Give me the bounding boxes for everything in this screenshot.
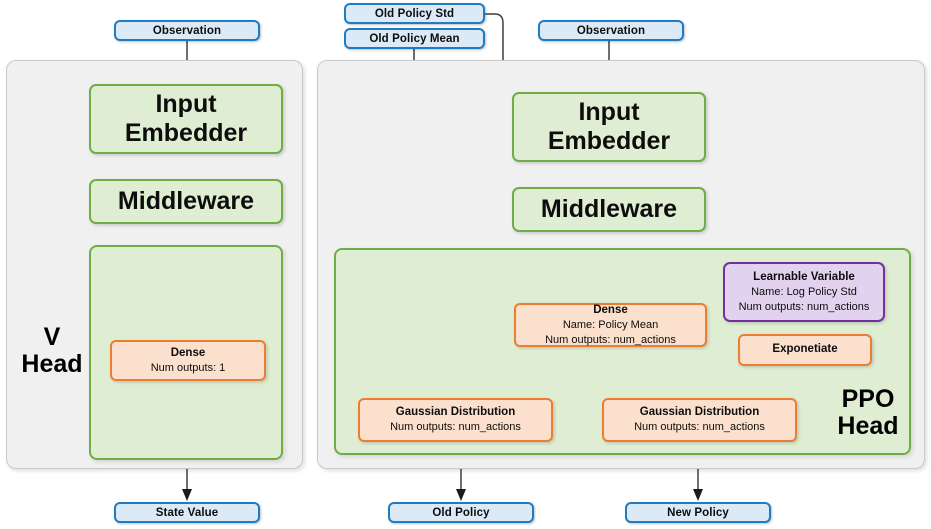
- ppo-head-learnable-variable-line3: Num outputs: num_actions: [738, 300, 870, 313]
- v-head-middleware[interactable]: Middleware: [89, 179, 283, 224]
- input-old-policy-mean[interactable]: Old Policy Mean: [344, 28, 485, 49]
- v-head-dense-line2: Num outputs: 1: [150, 361, 226, 374]
- input-observation-right-label: Observation: [576, 24, 646, 37]
- ppo-head-learnable-variable-line2: Name: Log Policy Std: [751, 285, 857, 298]
- output-new-policy[interactable]: New Policy: [625, 502, 771, 523]
- v-head-caption-line1: V: [43, 323, 61, 351]
- input-old-policy-mean-label: Old Policy Mean: [369, 32, 460, 45]
- input-observation-right[interactable]: Observation: [538, 20, 684, 41]
- ppo-head-middleware-label: Middleware: [540, 195, 678, 223]
- output-old-policy-label: Old Policy: [432, 506, 490, 519]
- ppo-head-exponetiate[interactable]: Exponetiate: [738, 334, 872, 366]
- ppo-head-caption-line1: PPO: [841, 385, 895, 413]
- input-observation-left-label: Observation: [152, 24, 222, 37]
- ppo-head-gaussian-new[interactable]: Gaussian Distribution Num outputs: num_a…: [602, 398, 797, 442]
- ppo-head-learnable-variable-title: Learnable Variable: [753, 270, 855, 283]
- ppo-head-caption: PPO Head: [823, 386, 913, 440]
- output-state-value[interactable]: State Value: [114, 502, 260, 523]
- arrowhead: [456, 489, 466, 501]
- ppo-head-dense-line3: Num outputs: num_actions: [545, 333, 676, 346]
- ppo-head-gaussian-new-line2: Num outputs: num_actions: [634, 421, 765, 434]
- ppo-head-gaussian-old-title: Gaussian Distribution: [395, 406, 516, 419]
- input-old-policy-std[interactable]: Old Policy Std: [344, 3, 485, 24]
- v-head-caption: V Head: [14, 324, 90, 378]
- ppo-head-input-embedder-label: Input Embedder: [547, 98, 671, 155]
- ppo-head-gaussian-old-line2: Num outputs: num_actions: [390, 421, 521, 434]
- output-new-policy-label: New Policy: [667, 506, 729, 519]
- ppo-head-gaussian-old[interactable]: Gaussian Distribution Num outputs: num_a…: [358, 398, 553, 442]
- output-old-policy[interactable]: Old Policy: [388, 502, 534, 523]
- input-old-policy-std-label: Old Policy Std: [374, 7, 455, 20]
- v-head-dense-title: Dense: [170, 346, 206, 359]
- v-head-middleware-label: Middleware: [117, 187, 255, 215]
- v-head-caption-line2: Head: [21, 350, 83, 378]
- ppo-head-dense-line2: Name: Policy Mean: [562, 319, 659, 332]
- arrowhead: [693, 489, 703, 501]
- v-head-input-embedder-label: Input Embedder: [124, 90, 248, 147]
- output-state-value-label: State Value: [155, 506, 219, 519]
- arrowhead: [182, 489, 192, 501]
- v-head-dense[interactable]: Dense Num outputs: 1: [110, 340, 266, 381]
- ppo-head-exponetiate-title: Exponetiate: [772, 343, 838, 356]
- ppo-head-caption-line2: Head: [837, 412, 899, 440]
- ppo-head-middleware[interactable]: Middleware: [512, 187, 706, 232]
- ppo-head-dense-title: Dense: [593, 303, 628, 316]
- ppo-head-dense-policy-mean[interactable]: Dense Name: Policy Mean Num outputs: num…: [514, 303, 707, 347]
- ppo-head-gaussian-new-title: Gaussian Distribution: [639, 406, 760, 419]
- ppo-head-learnable-variable[interactable]: Learnable Variable Name: Log Policy Std …: [723, 262, 885, 322]
- ppo-head-input-embedder[interactable]: Input Embedder: [512, 92, 706, 162]
- input-observation-left[interactable]: Observation: [114, 20, 260, 41]
- v-head-input-embedder[interactable]: Input Embedder: [89, 84, 283, 154]
